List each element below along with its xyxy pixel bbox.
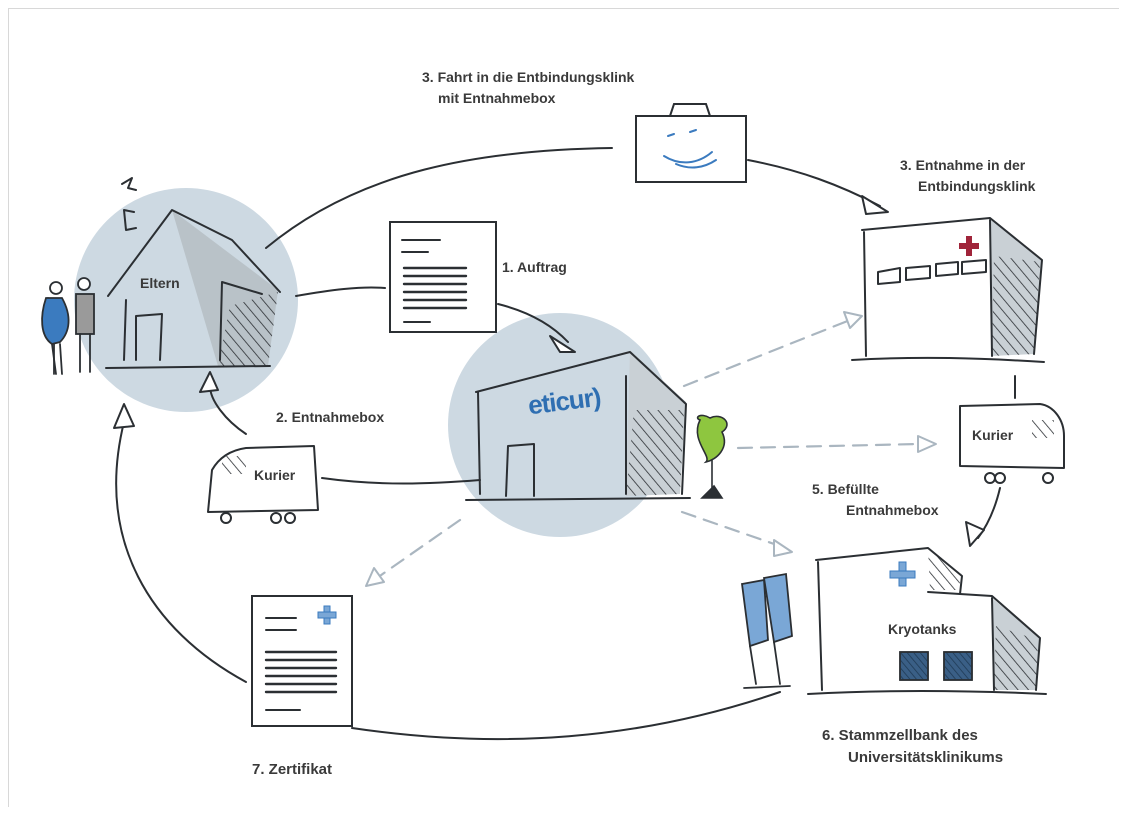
courier-van-left — [207, 445, 319, 524]
courier-left-label: Kurier — [254, 467, 296, 483]
courier-right-label: Kurier — [972, 427, 1014, 443]
transport-box-icon — [635, 103, 747, 183]
dashed-eticur-to-certificate — [372, 518, 462, 582]
order-document-icon — [389, 221, 497, 333]
dashed-eticur-to-clinic — [682, 318, 852, 388]
step6-label-line1: 6. Stammzellbank des — [822, 727, 978, 744]
flags-icon — [740, 572, 793, 689]
parents-label: Eltern — [140, 275, 180, 291]
eticur-building — [465, 350, 691, 501]
red-cross-icon — [959, 236, 979, 256]
maternity-clinic — [851, 217, 1045, 363]
step3a-label-line1: 3. Fahrt in die Entbindungsklink — [422, 69, 635, 85]
step6-label-line2: Universitätsklinikums — [848, 749, 1004, 766]
step5-label-line1: 5. Befüllte — [812, 481, 879, 497]
step2-label: 2. Entnahmebox — [276, 409, 385, 425]
cryotank-icon — [899, 651, 973, 681]
flow-order-to-eticur — [497, 303, 569, 343]
eticur-circle — [448, 313, 672, 537]
flow-house-to-order — [295, 286, 386, 297]
dashed-arrowhead-clinic — [843, 311, 863, 329]
flow-box-to-clinic — [747, 159, 881, 207]
courier-van-right — [959, 403, 1065, 484]
flow-house-to-box — [265, 147, 613, 249]
step3b-label-line1: 3. Entnahme in der — [900, 157, 1026, 173]
dashed-arrowhead-certificate — [365, 567, 385, 587]
arrowhead-parents — [113, 403, 135, 429]
arrowhead-house — [199, 371, 219, 393]
step3a-label-line2: mit Entnahmebox — [438, 90, 556, 106]
parents-figures — [41, 277, 95, 375]
dashed-eticur-to-courier — [736, 442, 922, 450]
flow-certificate-to-parents — [115, 421, 247, 683]
step7-label: 7. Zertifikat — [252, 761, 333, 778]
parents-house — [105, 177, 281, 369]
blue-cross-icon — [889, 561, 916, 587]
step3b-label-line2: Entbindungsklink — [918, 178, 1036, 194]
arrowhead-bank — [965, 521, 985, 547]
step1-label: 1. Auftrag — [502, 259, 567, 275]
certificate-cross-icon — [317, 605, 337, 625]
dashed-arrowhead-courier — [917, 435, 937, 453]
flow-certificate-to-bank — [351, 691, 781, 741]
dashed-arrowhead-bank — [773, 539, 793, 557]
arrowhead-eticur — [549, 335, 576, 353]
flow-courier-to-eticur — [321, 477, 481, 485]
tree-icon — [696, 414, 728, 499]
dashed-eticur-to-bank — [680, 510, 782, 548]
step5-label-line2: Entnahmebox — [846, 502, 939, 518]
diagram-frame — [8, 8, 1119, 807]
cryotanks-label: Kryotanks — [888, 621, 957, 637]
certificate-document-icon — [251, 595, 353, 727]
stem-cell-bank — [807, 547, 1047, 695]
arrowhead-clinic — [861, 195, 889, 215]
